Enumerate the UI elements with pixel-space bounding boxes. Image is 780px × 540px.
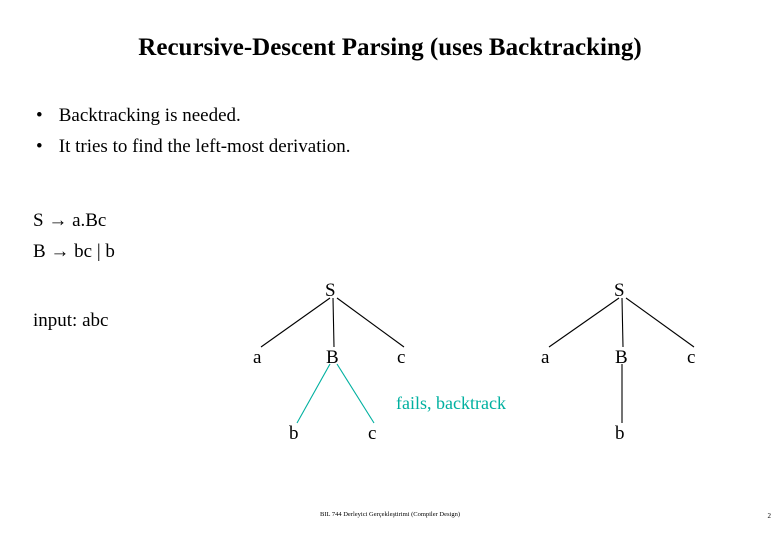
tree-left-child-b: B bbox=[326, 347, 339, 368]
bullet-list: • Backtracking is needed. • It tries to … bbox=[36, 100, 736, 162]
backtrack-annotation: fails, backtrack bbox=[396, 393, 506, 413]
tree-left-grandchild-b: b bbox=[289, 423, 299, 444]
list-item-label: It tries to find the left-most derivatio… bbox=[58, 136, 351, 157]
grammar-rule-b: B → bc | b bbox=[33, 241, 115, 262]
list-item-label: Backtracking is needed. bbox=[58, 105, 241, 126]
grammar-block: S → a.Bc B → bc | b bbox=[33, 205, 115, 267]
list-item: • Backtracking is needed. bbox=[36, 100, 736, 131]
bullet-marker: • bbox=[36, 136, 43, 157]
tree-right-child-a: a bbox=[541, 347, 550, 368]
page-title: Recursive-Descent Parsing (uses Backtrac… bbox=[138, 34, 642, 61]
tree-right-child-b: B bbox=[615, 347, 628, 368]
tree-left-grandchild-c: c bbox=[368, 423, 377, 444]
input-string-label: input: abc bbox=[33, 310, 109, 331]
list-item: • It tries to find the left-most derivat… bbox=[36, 131, 736, 162]
grammar-rule-s: S → a.Bc bbox=[33, 210, 107, 231]
tree-left-child-a: a bbox=[253, 347, 262, 368]
tree-right-root: S bbox=[614, 280, 625, 301]
slide-footer: BIL 744 Derleyici Gerçekleştirimi (Compi… bbox=[319, 511, 460, 518]
bullet-marker: • bbox=[36, 105, 43, 126]
tree-left-root: S bbox=[325, 280, 336, 301]
tree-right-grandchild-b: b bbox=[615, 423, 625, 444]
tree-left-child-c: c bbox=[397, 347, 406, 368]
tree-right-child-c: c bbox=[687, 347, 696, 368]
page-number: 2 bbox=[767, 512, 772, 520]
